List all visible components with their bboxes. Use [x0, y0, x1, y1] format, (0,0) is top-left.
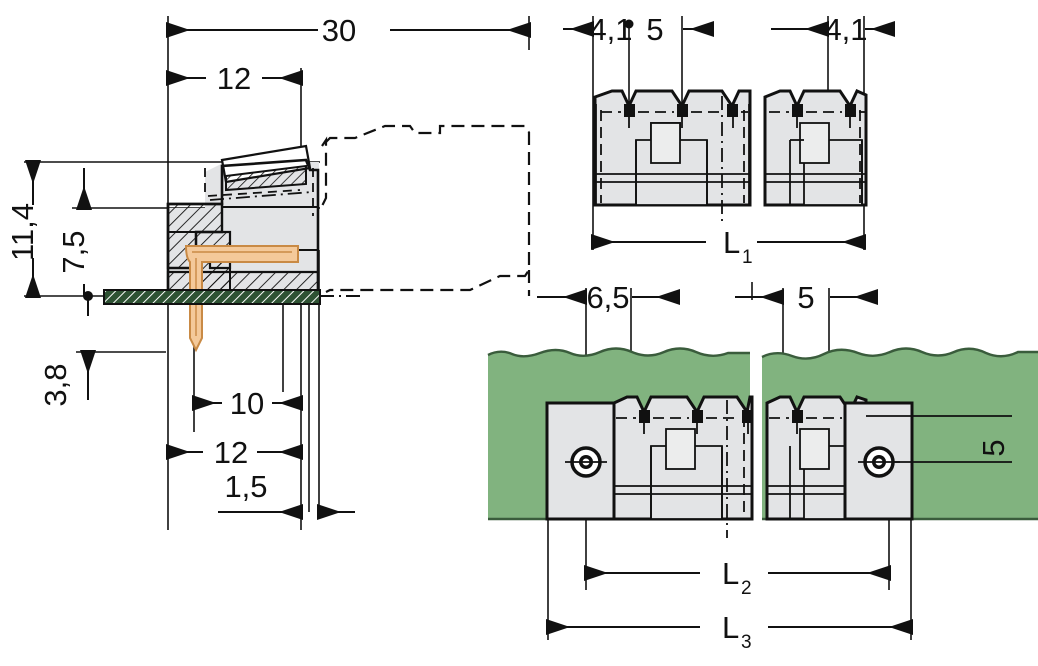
dim-label-3-8: 3,8: [38, 363, 73, 406]
dim-label-L3-sub: 3: [741, 632, 752, 653]
dim-label-5-pcb: 5: [797, 280, 814, 315]
dim-pin-span-10: 10: [192, 386, 303, 421]
pcb-green-left-break-edge: [487, 347, 750, 358]
dim-label-L1: L: [723, 225, 740, 260]
dim-label-L1-sub: 1: [742, 247, 753, 268]
dim-length-L3: L 3: [546, 610, 913, 653]
dim-pin-offset-1-5: 1,5: [218, 469, 355, 520]
dim-label-7-5: 7,5: [56, 230, 91, 273]
pcb-hidden-lines-left: [616, 416, 749, 517]
pcb-mounting-plan-view: 5 6,5 5 L 2: [487, 280, 1038, 653]
front-hidden-lines-left: [600, 110, 748, 203]
pcb-contact-slots-left: [639, 410, 753, 423]
dim-label-11-4: 11,4: [5, 203, 40, 261]
dim-label-4-1-right: 4,1: [824, 12, 867, 47]
side-section-view: 30 12 11,4 7,5: [5, 13, 531, 530]
dim-length-L2: L 2: [584, 556, 891, 599]
front-block-right-lines: [765, 139, 866, 205]
dim-height-7-5: 7,5: [56, 168, 92, 296]
dim-base-width-12: 12: [166, 435, 303, 470]
dim-label-L2: L: [722, 556, 739, 591]
dim-body-length-12: 12: [166, 61, 303, 96]
dim-label-5-front: 5: [646, 12, 663, 47]
hidden-edges-body: [204, 168, 314, 216]
dim-pitch-5-front: 5: [646, 12, 714, 47]
dim-label-5-right: 5: [976, 439, 1011, 456]
dim-label-6-5: 6,5: [586, 280, 629, 315]
dim-pin-length-3-8: 3,8: [38, 296, 96, 407]
dim-label-12-top: 12: [217, 61, 251, 96]
dim-edge-right-4-1: 4,1: [771, 12, 895, 47]
dim-label-10: 10: [230, 386, 264, 421]
dim-overall-length-30: 30: [166, 13, 531, 48]
center-dashdot-body: [209, 191, 313, 201]
pcb-board-section: [103, 289, 321, 305]
dim-edge-left-4-1: 4,1: [563, 12, 633, 47]
front-contact-slots-left: [624, 104, 738, 117]
clamp-hatch: [225, 164, 307, 192]
mating-part-outline: [321, 124, 531, 293]
screw-hole-left: [565, 446, 607, 478]
pcb-block-left-lines: [614, 446, 752, 519]
front-datum-dot: [624, 19, 634, 29]
front-block-left-lines: [595, 104, 750, 205]
pcb-leader-lines-right: [866, 415, 1012, 463]
pcb-green-right-break-edge: [761, 347, 1038, 360]
front-block-right-details: [799, 122, 863, 206]
dim-label-L3: L: [722, 610, 739, 645]
front-elevation-view: 4,1 5 4,1 L 1: [563, 12, 895, 268]
dim-label-L2-sub: 2: [741, 578, 752, 599]
front-hidden-lines-right: [769, 110, 865, 203]
front-contact-slots-right: [792, 104, 856, 117]
dim-label-4-1-left: 4,1: [589, 12, 632, 47]
dim-label-1-5: 1,5: [224, 469, 267, 504]
screw-hole-right: [858, 446, 900, 478]
dim-height-11-4: 11,4: [5, 160, 41, 298]
dim-6-5: 6,5: [537, 280, 680, 315]
solder-pin: [184, 245, 299, 353]
front-block-left-details: [635, 122, 708, 206]
dim-pitch-5-pcb: 5: [735, 280, 878, 315]
dim-label-12-bottom: 12: [214, 435, 248, 470]
dim-length-L1: L 1: [591, 225, 866, 268]
dim-label-30: 30: [322, 13, 356, 48]
